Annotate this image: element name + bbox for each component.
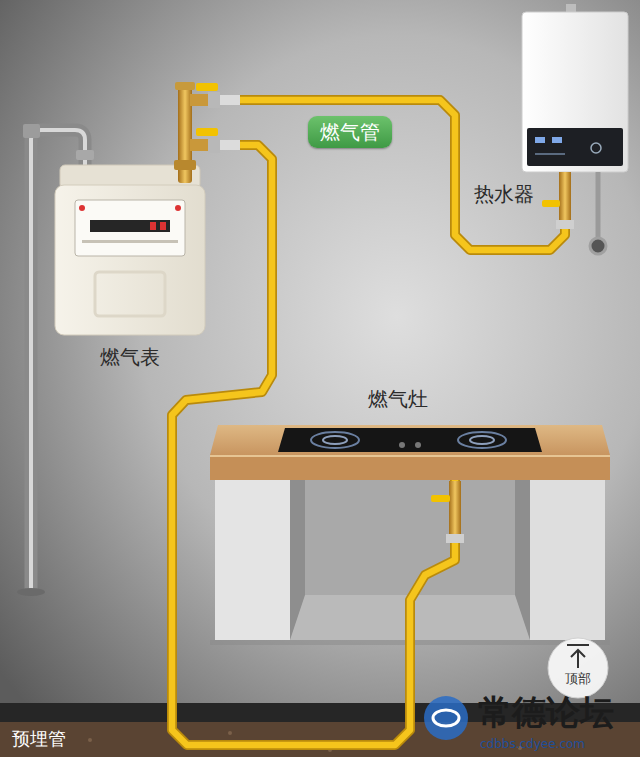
gas-meter: 燃气表 <box>55 165 205 335</box>
gas-meter-body <box>95 272 165 316</box>
stove-cabinet <box>530 480 605 640</box>
stove-valve <box>446 534 464 543</box>
part-label: 燃气表 <box>55 345 205 369</box>
brass-riser <box>175 82 195 90</box>
meter-valves <box>208 92 220 108</box>
water-heater-body <box>591 143 601 153</box>
gas-meter-body <box>79 205 85 211</box>
water-heater-body <box>535 153 565 155</box>
pipe-note: 预埋管 <box>12 728 66 750</box>
meter-valves <box>196 128 218 136</box>
heater-valve <box>542 172 574 229</box>
stove-counter <box>210 425 610 455</box>
gas-meter-body <box>82 240 178 243</box>
stove-counter <box>210 425 610 480</box>
pipe-label: 燃气管 <box>308 116 392 148</box>
heater-valve <box>556 220 574 229</box>
watermark: 常德论坛 <box>478 692 614 733</box>
water-heater: 热水器 <box>522 12 628 172</box>
part-label: 燃气灶 <box>368 387 428 411</box>
meter-valves <box>190 83 240 153</box>
watermark-logo <box>433 710 459 726</box>
top-button <box>571 650 585 657</box>
meter-valves <box>190 94 208 106</box>
stove-counter <box>278 428 542 452</box>
top-button <box>577 650 579 668</box>
watermark-logo <box>424 696 468 740</box>
gas-meter-body <box>55 165 205 335</box>
meter-valves <box>208 137 220 153</box>
stove-counter <box>458 432 506 448</box>
supply-pipe <box>76 150 94 160</box>
gas-meter-body <box>175 205 181 211</box>
water-heater-body <box>535 137 545 143</box>
water-heater-body <box>596 172 601 238</box>
meter-valves <box>196 83 218 91</box>
heater-valve <box>559 172 571 222</box>
stove-counter <box>311 432 359 448</box>
gas-meter-body <box>90 220 170 232</box>
ground <box>88 738 92 742</box>
gas-meter-body <box>150 222 156 230</box>
pipe-outline <box>185 100 565 250</box>
stove-counter <box>210 455 610 480</box>
gas-meter-body <box>55 185 205 335</box>
pipe-outline <box>172 145 455 745</box>
meter-valves <box>220 95 240 105</box>
gas-pipe <box>172 145 455 745</box>
gas-stove: 燃气灶 <box>210 425 610 480</box>
stove-valve <box>449 481 461 536</box>
stove-counter <box>399 442 405 448</box>
top-button <box>548 638 608 698</box>
supply-pipe <box>17 588 45 596</box>
meter-valves <box>190 139 208 151</box>
stove-cabinet <box>215 480 290 640</box>
stove-counter <box>415 442 421 448</box>
water-heater-body <box>522 12 628 172</box>
water-heater-body <box>590 238 606 254</box>
button-text: 顶部 <box>553 671 603 687</box>
water-heater-body <box>527 128 623 166</box>
ground <box>228 731 232 735</box>
water-heater-body <box>552 137 562 143</box>
wall <box>0 0 640 703</box>
top-button <box>548 638 608 698</box>
watermark-url: cdbbs.cdyee.com <box>480 737 585 751</box>
stove-counter <box>210 455 610 457</box>
meter-valves <box>220 140 240 150</box>
stove-valve <box>431 495 450 502</box>
heater-valve <box>542 200 560 207</box>
brass-riser <box>174 160 196 170</box>
gas-meter-body <box>75 200 185 256</box>
watermark-logo <box>424 696 468 740</box>
water-heater-body <box>522 4 628 254</box>
top-button <box>567 644 589 646</box>
wall <box>0 0 640 703</box>
gas-pipe <box>185 100 565 250</box>
gas-meter-body <box>160 222 166 230</box>
stove-counter <box>470 436 494 444</box>
stove-cabinet <box>305 480 515 595</box>
stove-counter <box>323 436 347 444</box>
part-label: 热水器 <box>474 182 534 206</box>
supply-pipe <box>23 124 40 138</box>
stove-valve <box>431 481 464 543</box>
